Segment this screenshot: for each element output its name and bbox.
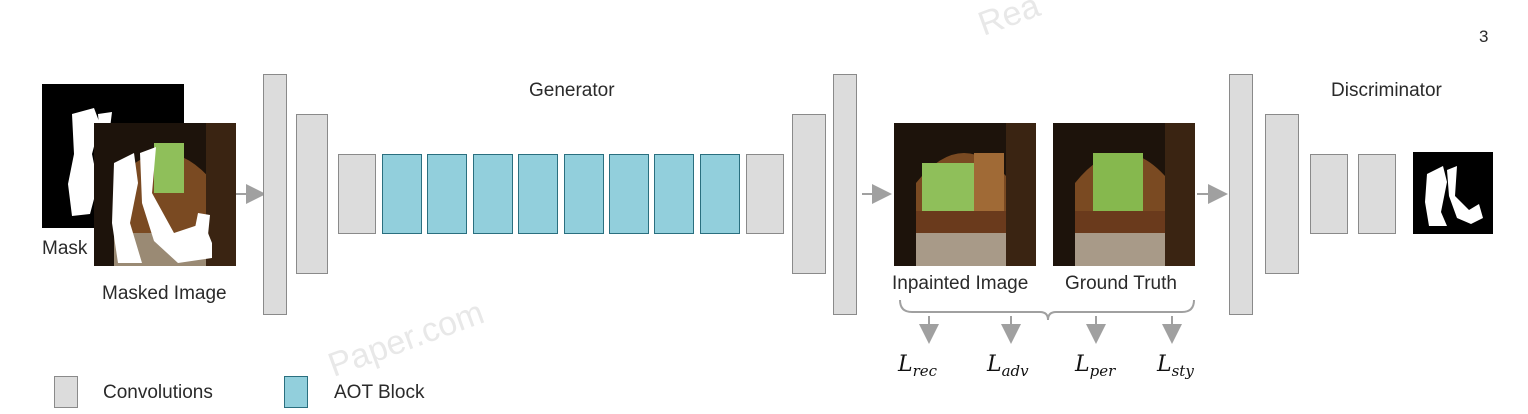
- generator-title: Generator: [529, 80, 615, 101]
- generator-decoder-conv-1: [746, 154, 784, 234]
- discriminator-title: Discriminator: [1331, 80, 1442, 101]
- loss-rec: Lrec: [898, 352, 938, 380]
- aot-block-3: [473, 154, 513, 234]
- generator-encoder-conv-3: [338, 154, 376, 234]
- aot-block-2: [427, 154, 467, 234]
- discriminator-output-mask: [1413, 152, 1493, 234]
- aot-block-8: [700, 154, 740, 234]
- masked-image: [94, 123, 236, 266]
- legend-convolutions-label: Convolutions: [103, 382, 213, 403]
- discriminator-conv-2: [1265, 114, 1299, 274]
- loss-adv: Ladv: [987, 352, 1029, 380]
- aot-block-7: [654, 154, 694, 234]
- generator-decoder-conv-2: [792, 114, 826, 274]
- aot-block-5: [564, 154, 604, 234]
- ground-truth-label: Ground Truth: [1065, 273, 1177, 294]
- aot-block-1: [382, 154, 422, 234]
- generator-encoder-conv-2: [296, 114, 328, 274]
- legend-convolutions-swatch: [54, 376, 78, 408]
- discriminator-conv-1: [1229, 74, 1253, 315]
- page-number: 3: [1479, 27, 1489, 46]
- legend-aot-block-label: AOT Block: [334, 382, 425, 403]
- discriminator-conv-3: [1310, 154, 1348, 234]
- loss-per: Lper: [1075, 352, 1116, 380]
- legend-aot-block-swatch: [284, 376, 308, 408]
- aot-block-4: [518, 154, 558, 234]
- generator-decoder-conv-3: [833, 74, 857, 315]
- ground-truth-image: [1053, 123, 1195, 266]
- masked-image-label: Masked Image: [102, 283, 227, 304]
- inpainted-image-label: Inpainted Image: [892, 273, 1029, 294]
- generator-encoder-conv-1: [263, 74, 287, 315]
- loss-brace: [899, 299, 1195, 321]
- mask-label: Mask: [42, 238, 88, 259]
- loss-sty: Lsty: [1157, 352, 1194, 380]
- discriminator-conv-4: [1358, 154, 1396, 234]
- aot-block-6: [609, 154, 649, 234]
- inpainted-image: [894, 123, 1036, 266]
